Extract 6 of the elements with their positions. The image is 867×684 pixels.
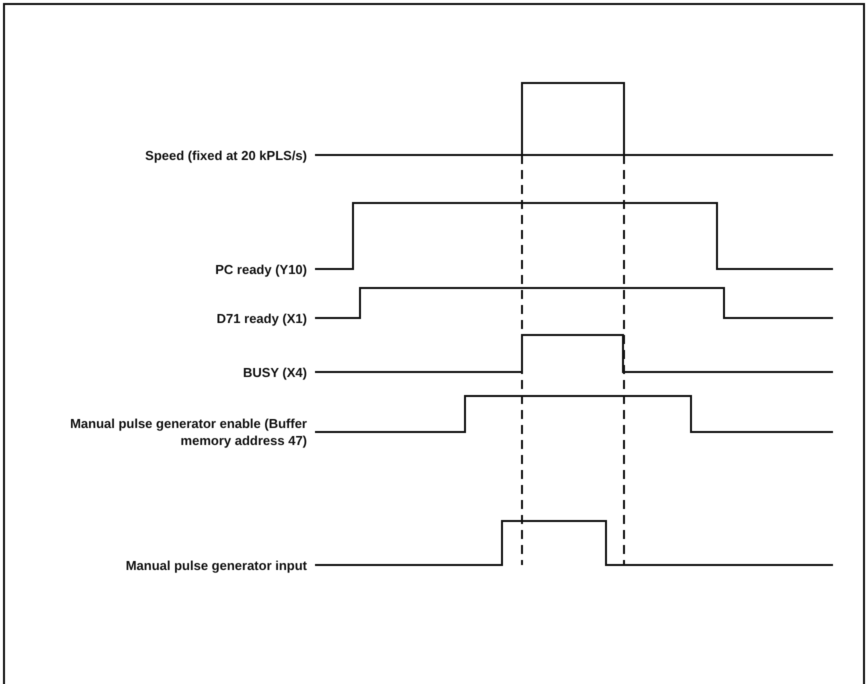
signal-label: Manual pulse generator enable (Buffer memory address 47) xyxy=(69,415,307,449)
signal-label: D71 ready (X1) xyxy=(216,310,307,326)
signal-label: Manual pulse generator input xyxy=(126,556,307,574)
signal-label: PC ready (Y10) xyxy=(215,260,307,278)
signal-label: Speed (fixed at 20 kPLS/s) xyxy=(145,146,307,164)
signal-label: BUSY (X4) xyxy=(242,364,307,380)
